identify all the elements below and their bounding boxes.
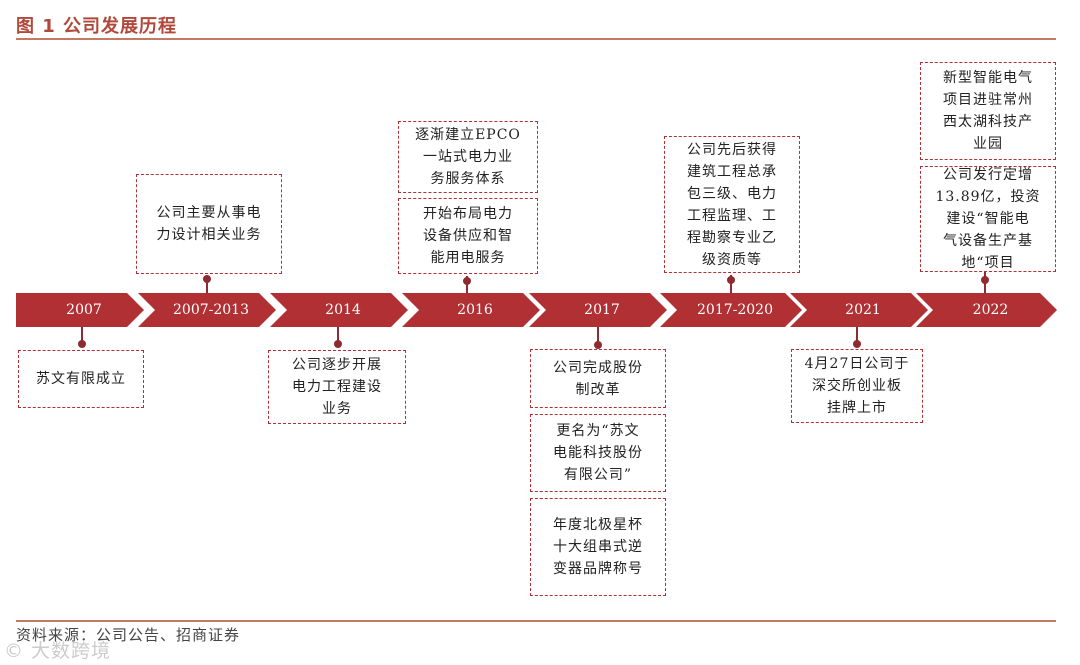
event-box-2014: 公司逐步开展 电力工程建设 业务: [268, 350, 406, 424]
timeline-arrow-2007: 2007: [16, 293, 144, 327]
connector-dot: [853, 340, 861, 348]
connector-dot: [594, 341, 602, 349]
event-box-2022-a: 新型智能电气 项目进驻常州 西太湖科技产 业园: [920, 62, 1056, 160]
event-box-2017-b: 更名为“苏文 电能科技股份 有限公司”: [530, 414, 666, 492]
connector-dot: [78, 340, 86, 348]
connector: [597, 327, 599, 346]
connector: [856, 327, 858, 347]
timeline-arrow-2014: 2014: [270, 293, 408, 327]
source-note: 资料来源：公司公告、招商证券: [16, 626, 241, 644]
event-box-2017-a: 公司完成股份 制改革: [530, 349, 666, 408]
event-box-2007-2013: 公司主要从事电 力设计相关业务: [136, 174, 282, 274]
timeline-label: 2007-2013: [173, 302, 249, 318]
timeline-label: 2016: [457, 302, 493, 318]
connector: [206, 279, 208, 293]
event-box-2007: 苏文有限成立: [18, 350, 144, 408]
event-box-2021: 4月27日公司于 深交所创业板 挂牌上市: [791, 349, 923, 423]
timeline-arrow-2017: 2017: [529, 293, 667, 327]
timeline-label: 2022: [972, 302, 1009, 318]
event-box-2016-b: 开始布局电力 设备供应和智 能用电服务: [398, 198, 538, 274]
timeline-label: 2007: [66, 302, 102, 318]
connector-dot: [727, 276, 735, 284]
timeline-label: 2014: [325, 302, 361, 318]
figure-title: 图 1 公司发展历程: [16, 16, 178, 37]
timeline-label: 2021: [845, 302, 881, 318]
connector-dot: [463, 277, 471, 285]
event-box-2017-2020: 公司先后获得 建筑工程总承 包三级、电力 工程监理、工 程勘察专业乙 级资质等: [664, 136, 800, 273]
connector: [81, 327, 83, 343]
timeline-arrow-2017-2020: 2017-2020: [660, 293, 802, 327]
connector: [730, 275, 732, 293]
timeline-arrow-2021: 2021: [790, 293, 928, 327]
event-box-2022-b: 公司发行定增 13.89亿，投资 建设“智能电 气设备生产基 地“项目: [920, 166, 1056, 272]
timeline-label: 2017-2020: [697, 302, 773, 318]
connector: [337, 327, 339, 345]
connector-dot: [203, 275, 211, 283]
top-rule: [16, 38, 1056, 40]
event-box-2016-a: 逐渐建立EPCO 一站式电力业 务服务体系: [398, 121, 538, 193]
event-box-2017-c: 年度北极星杯 十大组串式逆 变器品牌称号: [530, 498, 666, 596]
connector-dot: [334, 340, 342, 348]
watermark: © 大数跨境: [4, 640, 112, 662]
connector-dot: [981, 276, 989, 284]
timeline-arrow-2016: 2016: [402, 293, 540, 327]
timeline-label: 2017: [584, 302, 620, 318]
timeline-arrow-2022: 2022: [916, 293, 1057, 327]
bottom-rule: [16, 620, 1056, 622]
timeline-arrow-2007-2013: 2007-2013: [138, 293, 276, 327]
